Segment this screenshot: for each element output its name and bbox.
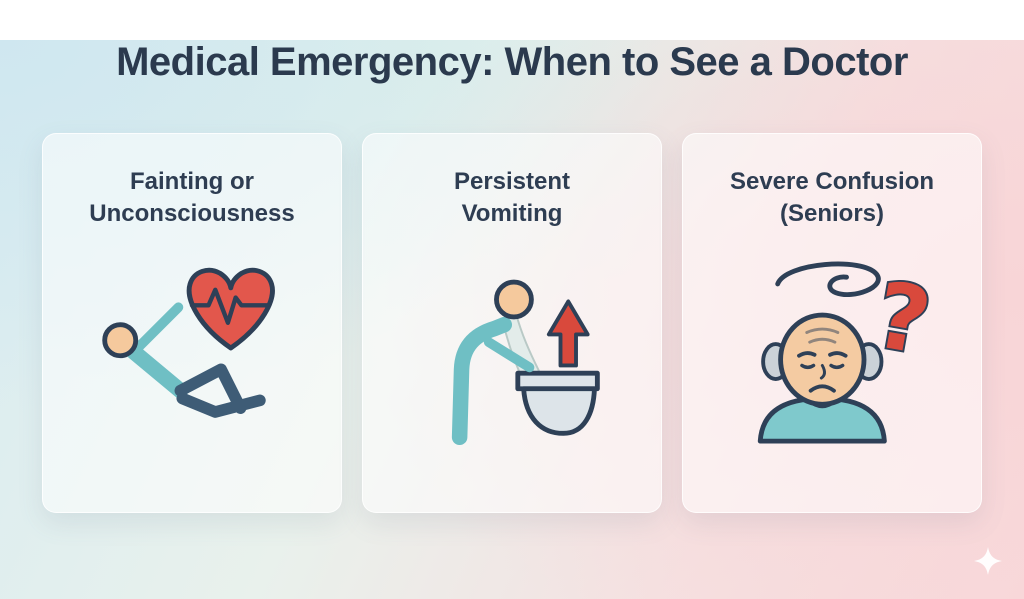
page-title: Medical Emergency: When to See a Doctor	[116, 40, 908, 84]
vomiting-person-icon	[363, 251, 661, 446]
card-vomiting: Persistent Vomiting	[362, 133, 662, 513]
card-title-line: Vomiting	[461, 199, 563, 227]
card-title-line: Fainting or	[130, 168, 254, 195]
card-confusion: Severe Confusion (Seniors) ?	[682, 133, 982, 513]
card-confusion-title: Severe Confusion (Seniors)	[683, 166, 981, 229]
card-fainting-title: Fainting or Unconsciousness	[43, 166, 341, 229]
card-vomiting-title: Persistent Vomiting	[363, 166, 661, 229]
infographic-page: Medical Emergency: When to See a Doctor …	[0, 40, 1024, 599]
card-title-line: Persistent	[453, 168, 571, 195]
card-title-line: Unconsciousness	[89, 199, 295, 227]
cards-row: Fainting or Unconsciousness	[0, 133, 1024, 513]
sparkle-icon	[974, 547, 1002, 575]
card-title-line: (Seniors)	[779, 199, 884, 227]
confused-senior-icon: ?	[683, 251, 981, 445]
card-fainting: Fainting or Unconsciousness	[42, 133, 342, 513]
card-title-line: Severe Confusion	[729, 168, 935, 195]
fainting-person-heart-icon	[43, 251, 341, 445]
